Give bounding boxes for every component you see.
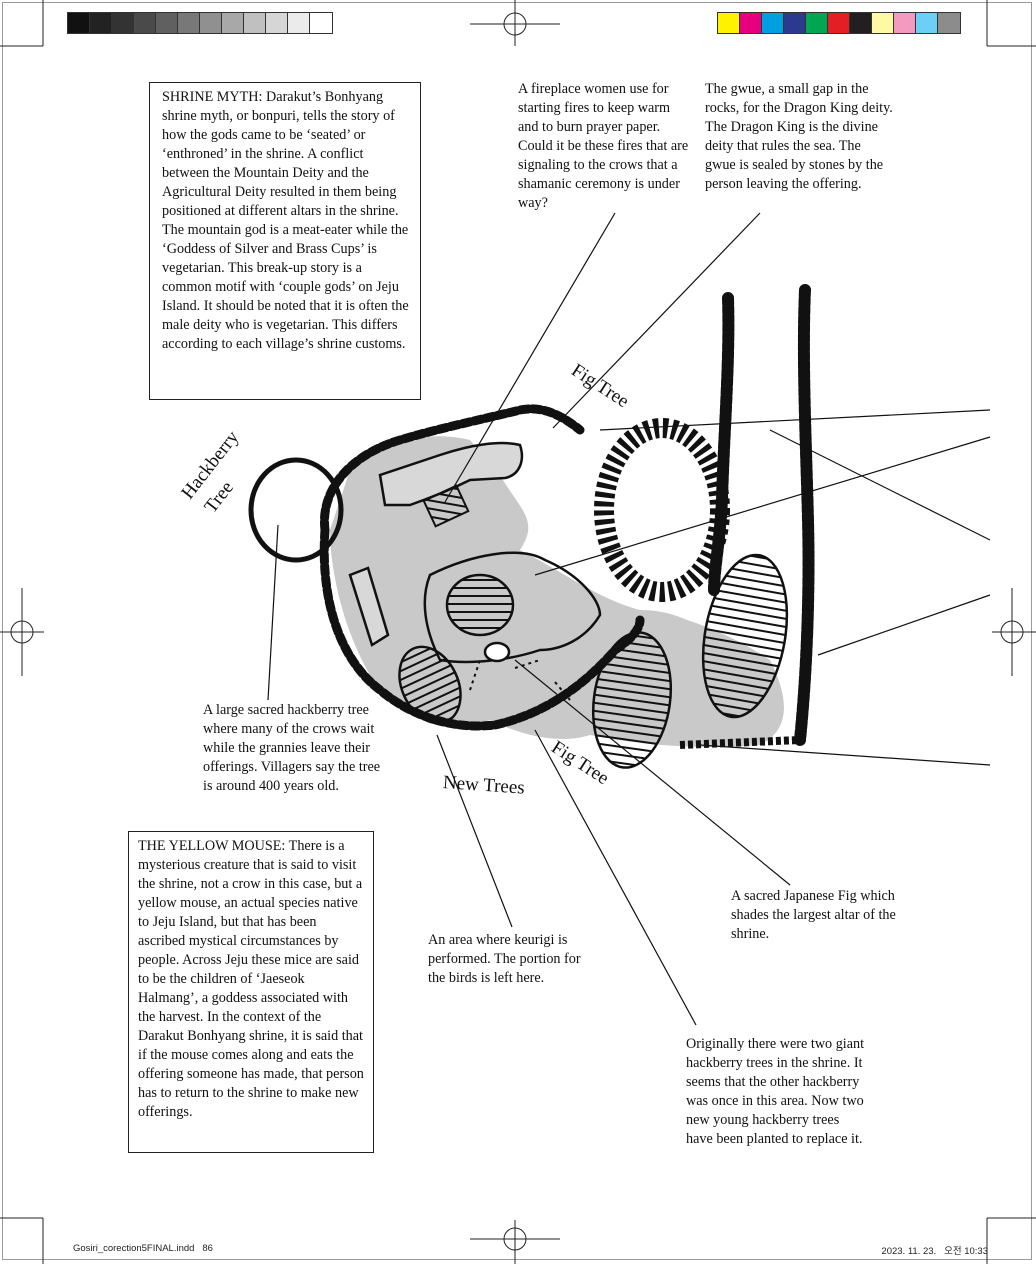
small-stone [483, 641, 511, 663]
color-swatch [784, 13, 806, 33]
color-swatch [872, 13, 894, 33]
gray-swatch [68, 13, 90, 33]
color-swatch [762, 13, 784, 33]
offering-stone-right [701, 553, 789, 719]
stone-column-right [794, 284, 815, 746]
gray-swatch [288, 13, 310, 33]
process-color-bar [717, 12, 961, 34]
color-swatch [828, 13, 850, 33]
leader-lines [267, 212, 991, 1026]
left-altar [348, 566, 390, 647]
fireplace-icon [422, 484, 470, 528]
gray-swatch [112, 13, 134, 33]
caption-fireplace: A fireplace women use for starting fires… [518, 81, 689, 211]
caption-hackberry: A large sacred hackberry tree where many… [203, 702, 381, 794]
shrine-myth-box: SHRINE MYTH: Darakut’s Bonhyang shrine m… [149, 82, 421, 400]
altar-stone-hatched [445, 573, 515, 637]
caption-japanese-fig: A sacred Japanese Fig which shades the l… [731, 888, 896, 942]
grayscale-color-bar [67, 12, 333, 34]
color-swatch [740, 13, 762, 33]
color-swatch [850, 13, 872, 33]
hackberry-tree-icon [248, 457, 344, 563]
offering-stone-middle [591, 631, 673, 769]
caption-gwue: The gwue, a small gap in the rocks, for … [705, 81, 893, 192]
color-swatch [894, 13, 916, 33]
gray-swatch [266, 13, 288, 33]
fig-tree-icon [594, 418, 730, 602]
footer-filename: Gosiri_corection5FINAL.indd 86 [73, 1243, 213, 1254]
stone-column-left [708, 292, 735, 596]
gray-swatch [178, 13, 200, 33]
gray-swatch [310, 13, 332, 33]
gray-swatch [222, 13, 244, 33]
color-swatch [718, 13, 740, 33]
registration-mark-icon [470, 0, 560, 46]
offering-stone-left [398, 645, 462, 725]
gray-swatch [134, 13, 156, 33]
color-swatch [806, 13, 828, 33]
color-swatch [916, 13, 938, 33]
gray-swatch [244, 13, 266, 33]
gray-swatch [156, 13, 178, 33]
footer-timestamp: 2023. 11. 23. 오전 10:33 [881, 1246, 988, 1257]
color-swatch [938, 13, 960, 33]
yellow-mouse-box: THE YELLOW MOUSE: There is a mysterious … [128, 831, 374, 1153]
gray-swatch [90, 13, 112, 33]
caption-original-trees: Originally there were two giant hackberr… [686, 1036, 865, 1147]
caption-keurigi: An area where keurigi is performed. The … [428, 932, 581, 986]
gray-swatch [200, 13, 222, 33]
